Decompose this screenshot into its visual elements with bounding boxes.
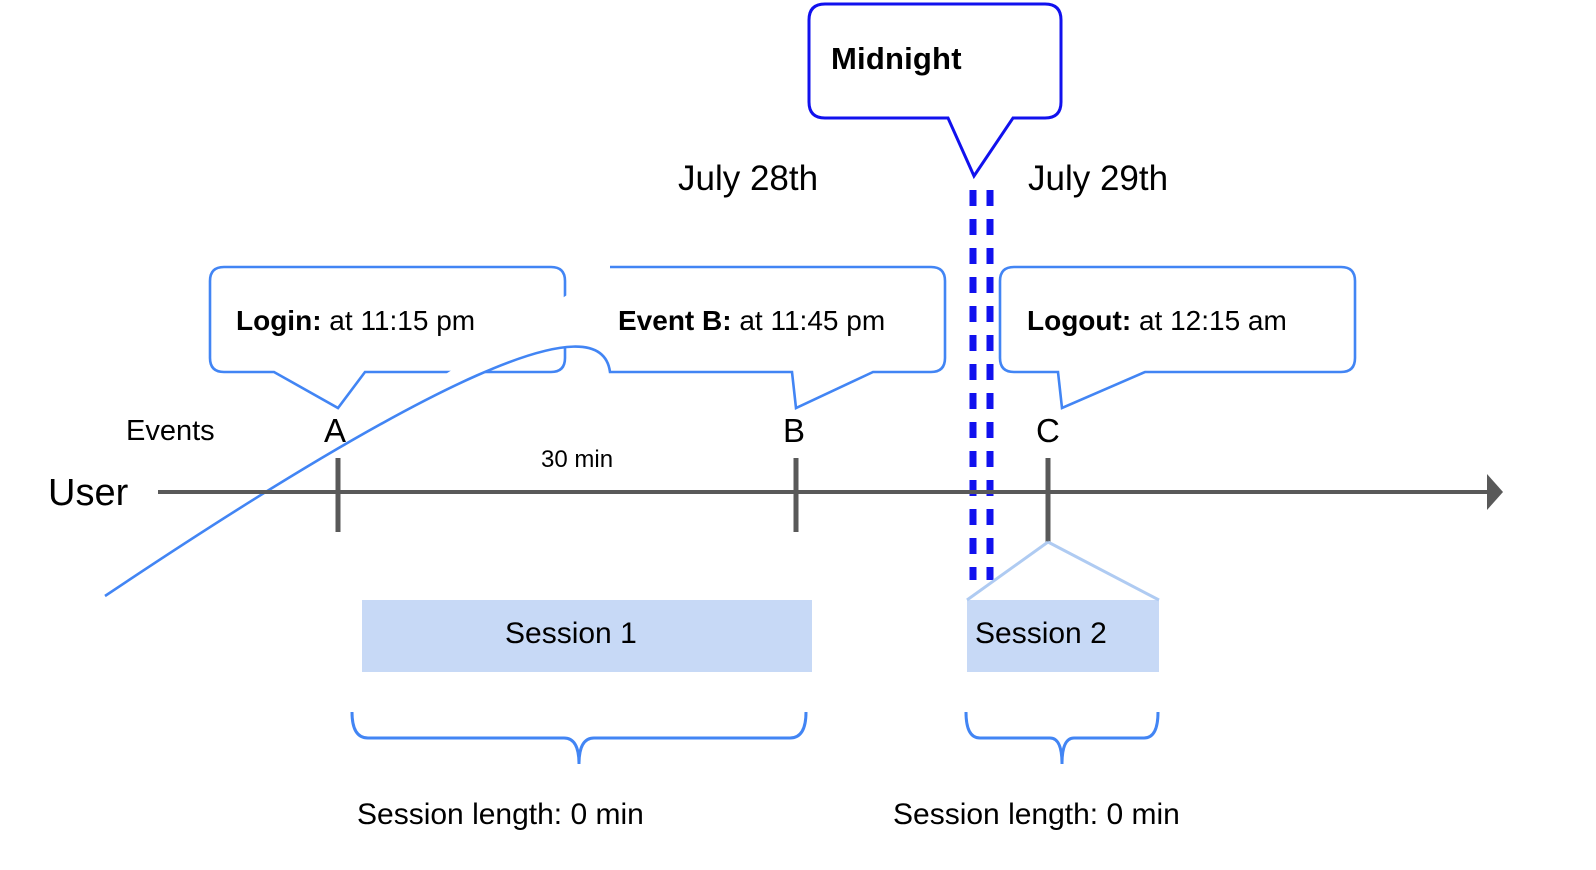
session-2-connector-right <box>1047 540 1160 602</box>
session-2-connector-left <box>966 540 1049 602</box>
day-label-july-29: July 29th <box>1028 159 1169 198</box>
events-row-label: Events <box>126 415 215 447</box>
event-marker-label-b: B <box>783 412 806 449</box>
callout-event-b-bold: Event B: <box>618 305 732 336</box>
callout-login-bold: Login: <box>236 305 322 336</box>
session-2-label: Session 2 <box>975 617 1107 650</box>
session-1-bar <box>362 600 812 672</box>
session-2-brace <box>964 711 1160 765</box>
axis-row-label-user: User <box>48 472 129 514</box>
callout-event-b-rest: at 11:45 pm <box>731 305 886 336</box>
session-1-label: Session 1 <box>505 617 637 650</box>
callout-event-b-shape <box>104 265 947 598</box>
midnight-callout-label: Midnight <box>831 41 962 76</box>
session-1-length-label: Session length: 0 min <box>357 798 644 831</box>
event-marker-label-a: A <box>324 412 347 449</box>
callout-logout-text: Logout: at 12:15 am <box>1027 305 1287 337</box>
callout-login-shape <box>208 265 567 410</box>
timeline-arrow-head <box>1487 474 1503 510</box>
callout-event-b-text: Event B: at 11:45 pm <box>618 305 885 337</box>
interval-label-30-min: 30 min <box>541 446 614 473</box>
callout-logout-rest: at 12:15 am <box>1131 305 1287 336</box>
callout-login-rest: at 11:15 pm <box>321 305 476 336</box>
day-label-july-28: July 28th <box>678 159 819 198</box>
session-2-bar <box>967 600 1159 672</box>
session-2-length-label: Session length: 0 min <box>893 798 1180 831</box>
event-marker-label-c: C <box>1036 412 1060 449</box>
midnight-callout-shape <box>807 2 1063 180</box>
session-1-brace <box>350 711 808 765</box>
callout-logout-shape <box>998 265 1357 410</box>
callout-login-text: Login: at 11:15 pm <box>236 305 475 337</box>
callout-logout-bold: Logout: <box>1027 305 1132 336</box>
